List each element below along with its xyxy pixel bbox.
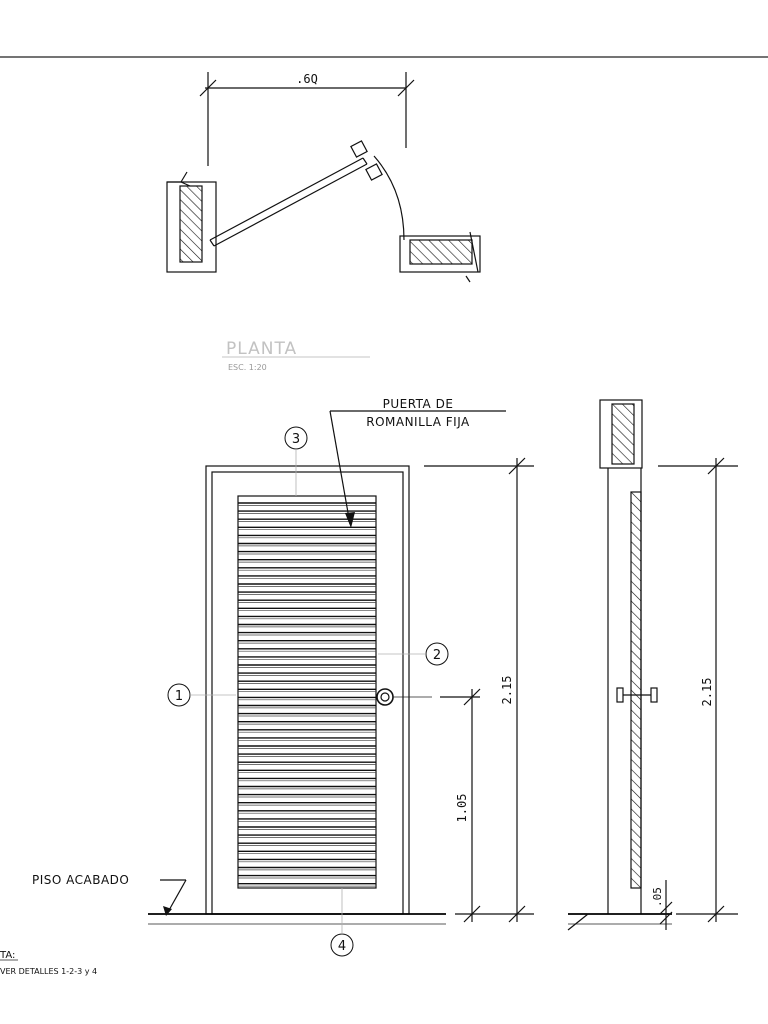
side-section: 2.15 .05 [567,399,738,931]
detail-marker-3: 3 [284,426,308,496]
louver-note: PUERTA DE ROMANILLA FIJA [329,397,506,528]
door-knob [376,688,394,706]
svg-text:TA:: TA: [0,950,15,961]
detail-marker-2: 2 [378,642,449,666]
svg-text:.05: .05 [651,887,664,907]
plan-right-wall [399,231,481,283]
svg-text:PISO ACABADO: PISO ACABADO [32,873,129,887]
louver-slats [238,502,376,887]
floor-label: PISO ACABADO [32,873,187,916]
svg-text:1: 1 [175,689,183,704]
plan-title: PLANTA [226,339,297,359]
svg-text:PUERTA DE: PUERTA DE [383,397,454,411]
elevation-handle-dimension: 1.05 [440,688,534,923]
detail-marker-1: 1 [167,683,236,707]
plan-scale: ESC. 1:20 [228,363,267,372]
plan-width-dimension: .6Q [296,72,318,86]
detail-marker-4: 4 [330,888,354,957]
front-elevation: 1 2 3 4 PUERTA DE ROMANILLA FIJA [32,397,534,957]
section-gap-dimension: .05 [651,880,673,930]
svg-text:VER DETALLES 1-2-3 y 4: VER DETALLES 1-2-3 y 4 [0,967,97,976]
plan-door-leaf [209,140,405,247]
plan-view: .6Q PLANTA ESC. 1:20 [166,72,481,372]
plan-left-wall [166,171,217,273]
svg-text:4: 4 [338,939,346,954]
svg-text:3: 3 [292,432,300,447]
footer-note: TA: VER DETALLES 1-2-3 y 4 [0,950,97,976]
svg-text:2.15: 2.15 [500,676,514,705]
svg-text:ROMANILLA FIJA: ROMANILLA FIJA [366,415,470,429]
svg-text:1.05: 1.05 [455,794,469,823]
svg-text:2: 2 [433,648,441,663]
svg-text:2.15: 2.15 [700,678,714,707]
section-height-dimension: 2.15 [658,457,738,923]
section-handle [616,687,658,703]
